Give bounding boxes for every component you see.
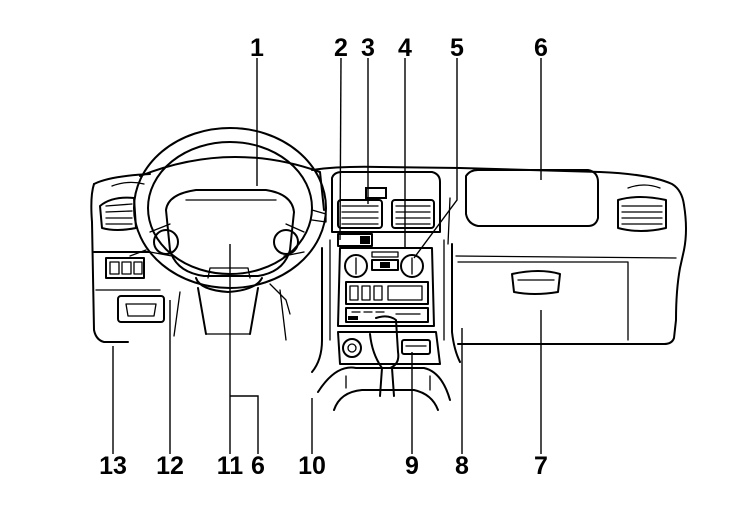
cluster-hood [139, 156, 325, 211]
callout-7: 7 [534, 452, 548, 480]
callout-6-top: 6 [534, 34, 548, 62]
callout-10: 10 [298, 452, 326, 480]
callout-numbers-bottom: 13 12 11 6 10 9 8 7 [99, 452, 548, 480]
callout-6-bottom: 6 [251, 452, 265, 480]
leader-lines [112, 57, 542, 454]
callout-5: 5 [450, 34, 464, 62]
callout-2: 2 [334, 34, 348, 62]
center-stack [311, 171, 461, 373]
callout-13: 13 [99, 452, 127, 480]
callout-3: 3 [361, 34, 375, 62]
passenger-panel [447, 169, 667, 341]
callout-numbers-top: 1 2 3 4 5 6 [250, 34, 548, 62]
callout-12: 12 [156, 452, 184, 480]
callout-4: 4 [398, 34, 412, 62]
callout-9: 9 [405, 452, 419, 480]
callout-11: 11 [217, 452, 244, 480]
callout-8: 8 [455, 452, 469, 480]
left-switch-panel [105, 257, 165, 323]
steering-wheel [129, 127, 327, 341]
callout-1: 1 [250, 34, 264, 62]
console-shifter [317, 315, 451, 411]
